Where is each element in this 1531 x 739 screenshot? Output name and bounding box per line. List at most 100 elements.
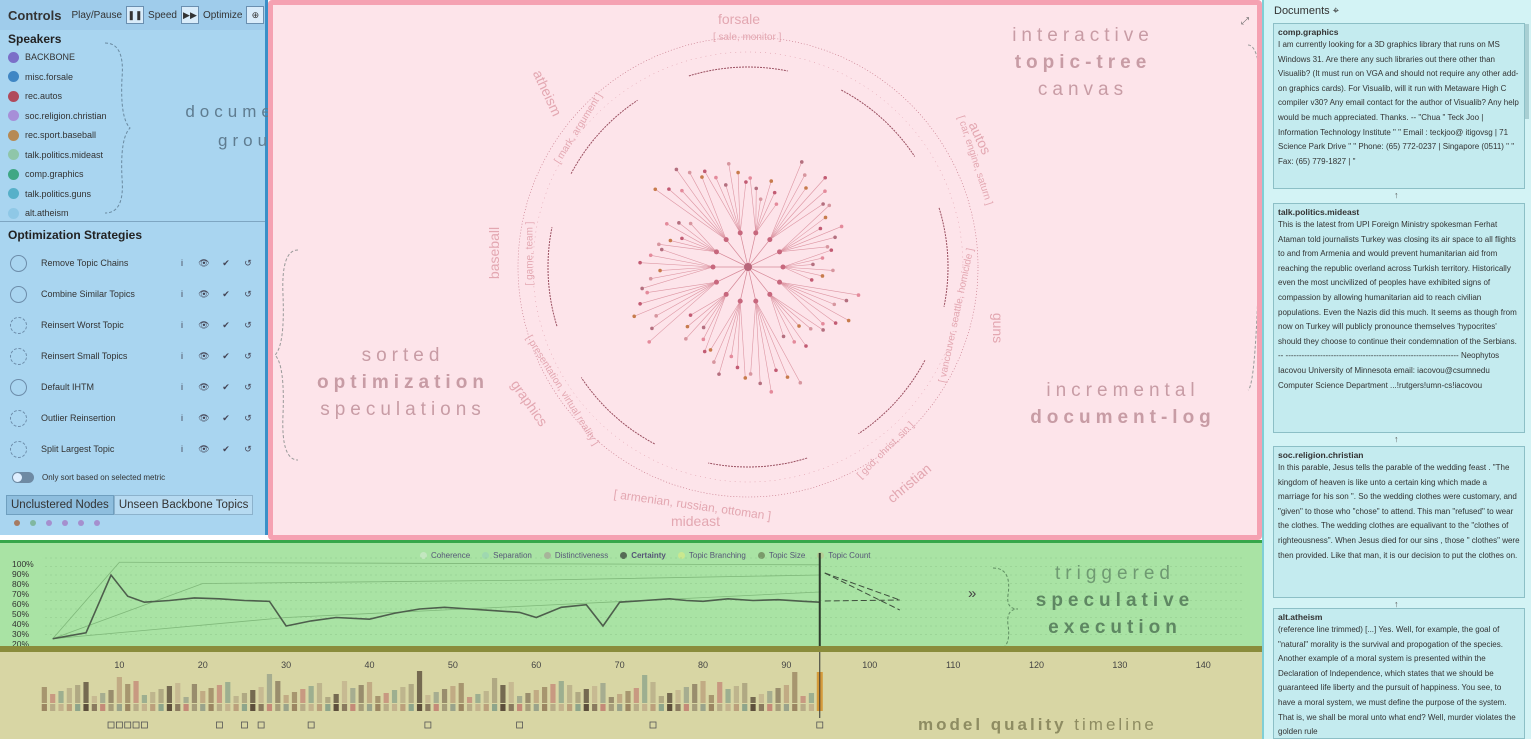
timeline-bar[interactable] bbox=[166, 686, 173, 703]
timeline-cell[interactable] bbox=[692, 704, 698, 711]
timeline-bar[interactable] bbox=[241, 693, 248, 703]
timeline-cell[interactable] bbox=[783, 704, 790, 711]
timeline-bar[interactable] bbox=[466, 697, 473, 703]
timeline-bar[interactable] bbox=[491, 678, 498, 703]
timeline-cell[interactable] bbox=[650, 704, 656, 711]
topic-node[interactable] bbox=[785, 375, 790, 379]
node-dot[interactable] bbox=[46, 520, 52, 526]
topic-node[interactable] bbox=[714, 175, 718, 180]
timeline-bar[interactable] bbox=[366, 682, 373, 703]
timeline-cell[interactable] bbox=[375, 704, 381, 711]
timeline-cell[interactable] bbox=[658, 704, 664, 711]
topic-node[interactable] bbox=[767, 291, 773, 297]
scrollbar[interactable] bbox=[1524, 24, 1529, 119]
timeline-bar[interactable] bbox=[41, 687, 47, 703]
timeline-cell[interactable] bbox=[141, 704, 147, 711]
check-icon[interactable]: ✔ bbox=[222, 319, 230, 330]
legend-item[interactable]: Topic Count bbox=[817, 551, 871, 560]
topic-node[interactable] bbox=[664, 221, 669, 226]
topic-node[interactable] bbox=[737, 230, 743, 236]
timeline-cell[interactable] bbox=[642, 704, 648, 711]
timeline-bar[interactable] bbox=[266, 674, 273, 703]
topic-node[interactable] bbox=[744, 180, 748, 184]
timeline-bar[interactable] bbox=[116, 677, 122, 703]
optimize-button[interactable]: ⊕ bbox=[246, 6, 265, 24]
timeline-bar[interactable] bbox=[708, 695, 714, 703]
topic-node[interactable] bbox=[647, 340, 651, 344]
timeline-bar[interactable] bbox=[308, 686, 314, 703]
timeline-bar[interactable] bbox=[100, 693, 106, 703]
timeline-cell[interactable] bbox=[325, 704, 331, 711]
timeline-cell[interactable] bbox=[608, 704, 614, 711]
topic-node[interactable] bbox=[640, 286, 644, 291]
undo-icon[interactable]: ↺ bbox=[244, 319, 252, 330]
timeline-cell[interactable] bbox=[133, 704, 139, 711]
timeline-bar[interactable] bbox=[692, 684, 698, 703]
topic-node[interactable] bbox=[723, 237, 729, 243]
timeline-cell[interactable] bbox=[158, 704, 164, 711]
timeline-bar[interactable] bbox=[225, 682, 231, 703]
root-node[interactable] bbox=[744, 263, 752, 271]
topic-node[interactable] bbox=[674, 167, 679, 172]
timeline-cell[interactable] bbox=[266, 704, 273, 711]
timeline-bar[interactable] bbox=[83, 682, 89, 703]
eye-icon[interactable]: 👁 bbox=[198, 319, 210, 330]
topic-node[interactable] bbox=[823, 215, 828, 220]
timeline-bar[interactable] bbox=[425, 695, 431, 703]
legend-item[interactable]: Topic Branching bbox=[677, 551, 746, 560]
flag-icon[interactable] bbox=[124, 721, 132, 729]
eye-icon[interactable]: 👁 bbox=[198, 381, 210, 392]
topic-node[interactable] bbox=[820, 274, 825, 278]
timeline-bar[interactable] bbox=[742, 683, 748, 703]
timeline-cell[interactable] bbox=[441, 704, 448, 711]
timeline-bar[interactable] bbox=[725, 689, 731, 703]
info-icon[interactable]: i bbox=[181, 413, 183, 423]
timeline-cell[interactable] bbox=[225, 704, 231, 711]
topic-node[interactable] bbox=[799, 160, 804, 164]
timeline-bar[interactable] bbox=[158, 689, 164, 703]
legend-item[interactable]: Separation bbox=[482, 551, 532, 560]
timeline-cell[interactable] bbox=[425, 704, 431, 711]
topic-node[interactable] bbox=[753, 298, 759, 304]
topic-node[interactable] bbox=[797, 324, 801, 328]
undo-icon[interactable]: ↺ bbox=[244, 288, 252, 299]
legend-item[interactable]: Topic Size bbox=[757, 551, 805, 560]
timeline-cell[interactable] bbox=[466, 704, 473, 711]
timeline-cell[interactable] bbox=[558, 704, 564, 711]
timeline-bar[interactable] bbox=[216, 685, 223, 703]
topic-node[interactable] bbox=[687, 170, 692, 175]
topic-node[interactable] bbox=[723, 291, 729, 297]
check-icon[interactable]: ✔ bbox=[222, 288, 230, 299]
timeline-bar[interactable] bbox=[175, 683, 181, 703]
timeline-bar[interactable] bbox=[400, 687, 406, 703]
speed-button[interactable]: ▶▶ bbox=[180, 6, 199, 24]
timeline-cell[interactable] bbox=[758, 704, 764, 711]
timeline-bar[interactable] bbox=[141, 695, 147, 703]
topic-node[interactable] bbox=[802, 173, 807, 177]
speaker-item[interactable]: rec.sport.baseball bbox=[8, 128, 96, 142]
series-line-certainty[interactable] bbox=[52, 573, 820, 640]
check-icon[interactable]: ✔ bbox=[222, 412, 230, 423]
topic-node[interactable] bbox=[743, 376, 748, 380]
expand-icon[interactable]: ⤢ bbox=[1241, 16, 1249, 27]
timeline-cell[interactable] bbox=[567, 704, 573, 711]
topic-node[interactable] bbox=[702, 349, 707, 354]
timeline-cell[interactable] bbox=[625, 704, 631, 711]
timeline-bar[interactable] bbox=[91, 696, 97, 703]
topic-node[interactable] bbox=[821, 321, 825, 326]
topic-node[interactable] bbox=[648, 253, 653, 258]
speaker-item[interactable]: BACKBONE bbox=[8, 50, 75, 64]
node-dot[interactable] bbox=[78, 520, 84, 526]
flag-icon[interactable] bbox=[516, 721, 523, 729]
speaker-item[interactable]: talk.politics.guns bbox=[8, 187, 91, 201]
timeline-cell[interactable] bbox=[91, 704, 97, 711]
timeline-cell[interactable] bbox=[517, 704, 523, 711]
topic-node[interactable] bbox=[808, 326, 813, 331]
timeline-bar[interactable] bbox=[66, 688, 72, 703]
timeline-bar[interactable] bbox=[250, 690, 256, 703]
timeline-cell[interactable] bbox=[108, 704, 114, 711]
timeline-bar[interactable] bbox=[450, 686, 456, 703]
topic-node[interactable] bbox=[708, 348, 713, 352]
